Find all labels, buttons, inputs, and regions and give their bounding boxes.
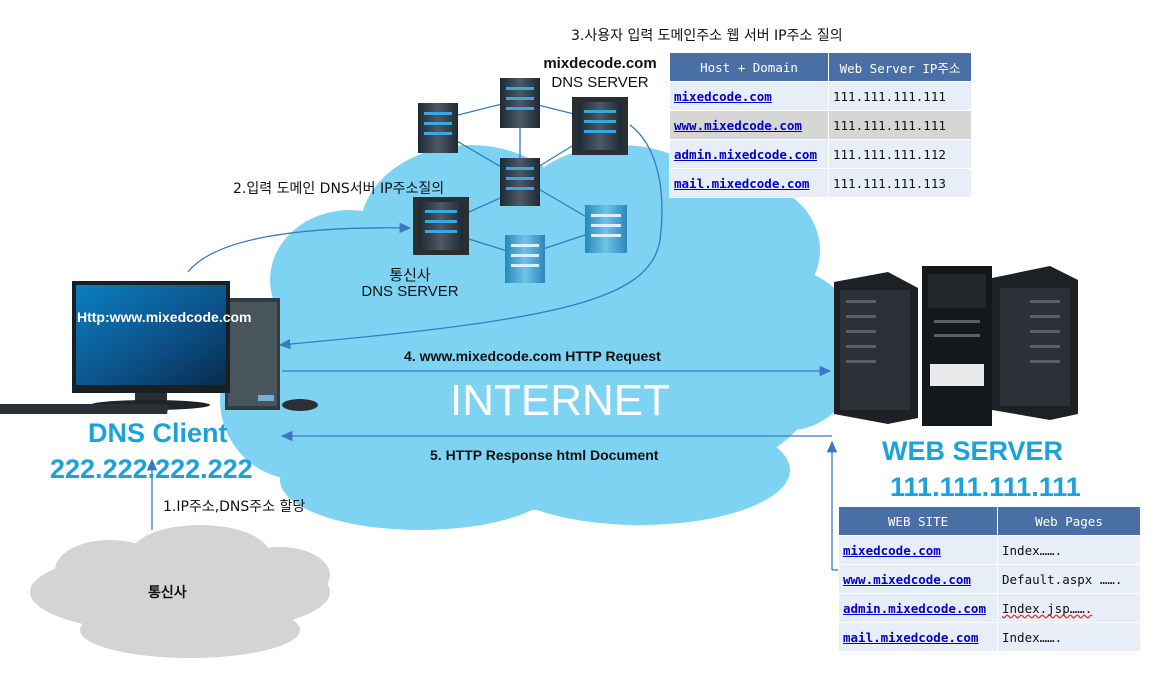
dns-server-node-5 — [585, 205, 627, 253]
internet-label: INTERNET — [450, 376, 670, 425]
step4-label: 4. www.mixedcode.com HTTP Request — [404, 348, 661, 364]
web-sites-table: WEB SITE Web Pages mixedcode.com Index……… — [838, 506, 1141, 652]
site-link[interactable]: www.mixedcode.com — [838, 564, 998, 594]
dns-records-table: Host + Domain Web Server IP주소 mixedcode.… — [669, 52, 972, 198]
table-header-row: Host + Domain Web Server IP주소 — [669, 52, 972, 82]
isp-cloud — [30, 525, 330, 658]
step2-label: 2.입력 도메인 DNS서버 IP주소질의 — [233, 181, 445, 197]
column-header: Web Pages — [997, 506, 1141, 536]
arrow-step2-query — [187, 222, 412, 273]
column-header: Host + Domain — [669, 52, 829, 82]
domain-link[interactable]: admin.mixedcode.com — [669, 139, 829, 169]
domain-link[interactable]: www.mixedcode.com — [669, 110, 829, 140]
page-cell: Index.jsp……. — [997, 593, 1141, 623]
table-row: mail.mixedcode.com 111.111.111.113 — [669, 168, 972, 198]
table-row: mixedcode.com 111.111.111.111 — [669, 81, 972, 111]
mixdecode-dns-title: mixdecode.com — [543, 55, 657, 72]
ip-cell: 111.111.111.112 — [828, 139, 972, 169]
site-link[interactable]: mixedcode.com — [838, 535, 998, 565]
step3-label: 3.사용자 입력 도메인주소 웹 서버 IP주소 질의 — [571, 28, 843, 44]
page-cell: Index……. — [997, 535, 1141, 565]
web-server-title: WEB SERVER — [882, 436, 1064, 466]
arrow-step3-response — [278, 124, 663, 350]
domain-link[interactable]: mixedcode.com — [669, 81, 829, 111]
domain-link[interactable]: mail.mixedcode.com — [669, 168, 829, 198]
table-row: www.mixedcode.com Default.aspx ……. — [838, 564, 1141, 594]
site-link[interactable]: admin.mixedcode.com — [838, 593, 998, 623]
isp-dns-title: 통신사 — [389, 266, 431, 284]
ip-cell: 111.111.111.111 — [828, 110, 972, 140]
browser-url-text: Http:www.mixedcode.com — [77, 309, 252, 325]
column-header: Web Server IP주소 — [828, 52, 972, 82]
isp-dns-subtitle: DNS SERVER — [361, 283, 459, 300]
client-title: DNS Client — [88, 418, 228, 448]
table-row: mixedcode.com Index……. — [838, 535, 1141, 565]
ip-cell: 111.111.111.111 — [828, 81, 972, 111]
table-row: admin.mixedcode.com Index.jsp……. — [838, 593, 1141, 623]
isp-label: 통신사 — [148, 585, 187, 601]
step5-label: 5. HTTP Response html Document — [430, 447, 659, 463]
mixdecode-dns-subtitle: DNS SERVER — [551, 74, 649, 91]
table-row: mail.mixedcode.com Index……. — [838, 622, 1141, 652]
dns-server-node-2 — [500, 78, 540, 128]
column-header: WEB SITE — [838, 506, 998, 536]
web-servers-icon — [834, 266, 1078, 426]
table-row: admin.mixedcode.com 111.111.111.112 — [669, 139, 972, 169]
isp-dns-server-icon — [413, 197, 469, 255]
client-ip: 222.222.222.222 — [50, 454, 253, 484]
table-row: www.mixedcode.com 111.111.111.111 — [669, 110, 972, 140]
dns-server-node-1 — [418, 103, 458, 153]
dns-server-node-3 — [500, 158, 540, 206]
ip-cell: 111.111.111.113 — [828, 168, 972, 198]
mixdecode-dns-server-icon — [572, 97, 628, 155]
table-header-row: WEB SITE Web Pages — [838, 506, 1141, 536]
page-cell: Index……. — [997, 622, 1141, 652]
site-link[interactable]: mail.mixedcode.com — [838, 622, 998, 652]
step1-label: 1.IP주소,DNS주소 할당 — [163, 499, 306, 515]
web-server-ip: 111.111.111.111 — [890, 472, 1081, 502]
page-cell: Default.aspx ……. — [997, 564, 1141, 594]
dns-server-node-4 — [505, 235, 545, 283]
client-computer-icon — [0, 281, 318, 414]
